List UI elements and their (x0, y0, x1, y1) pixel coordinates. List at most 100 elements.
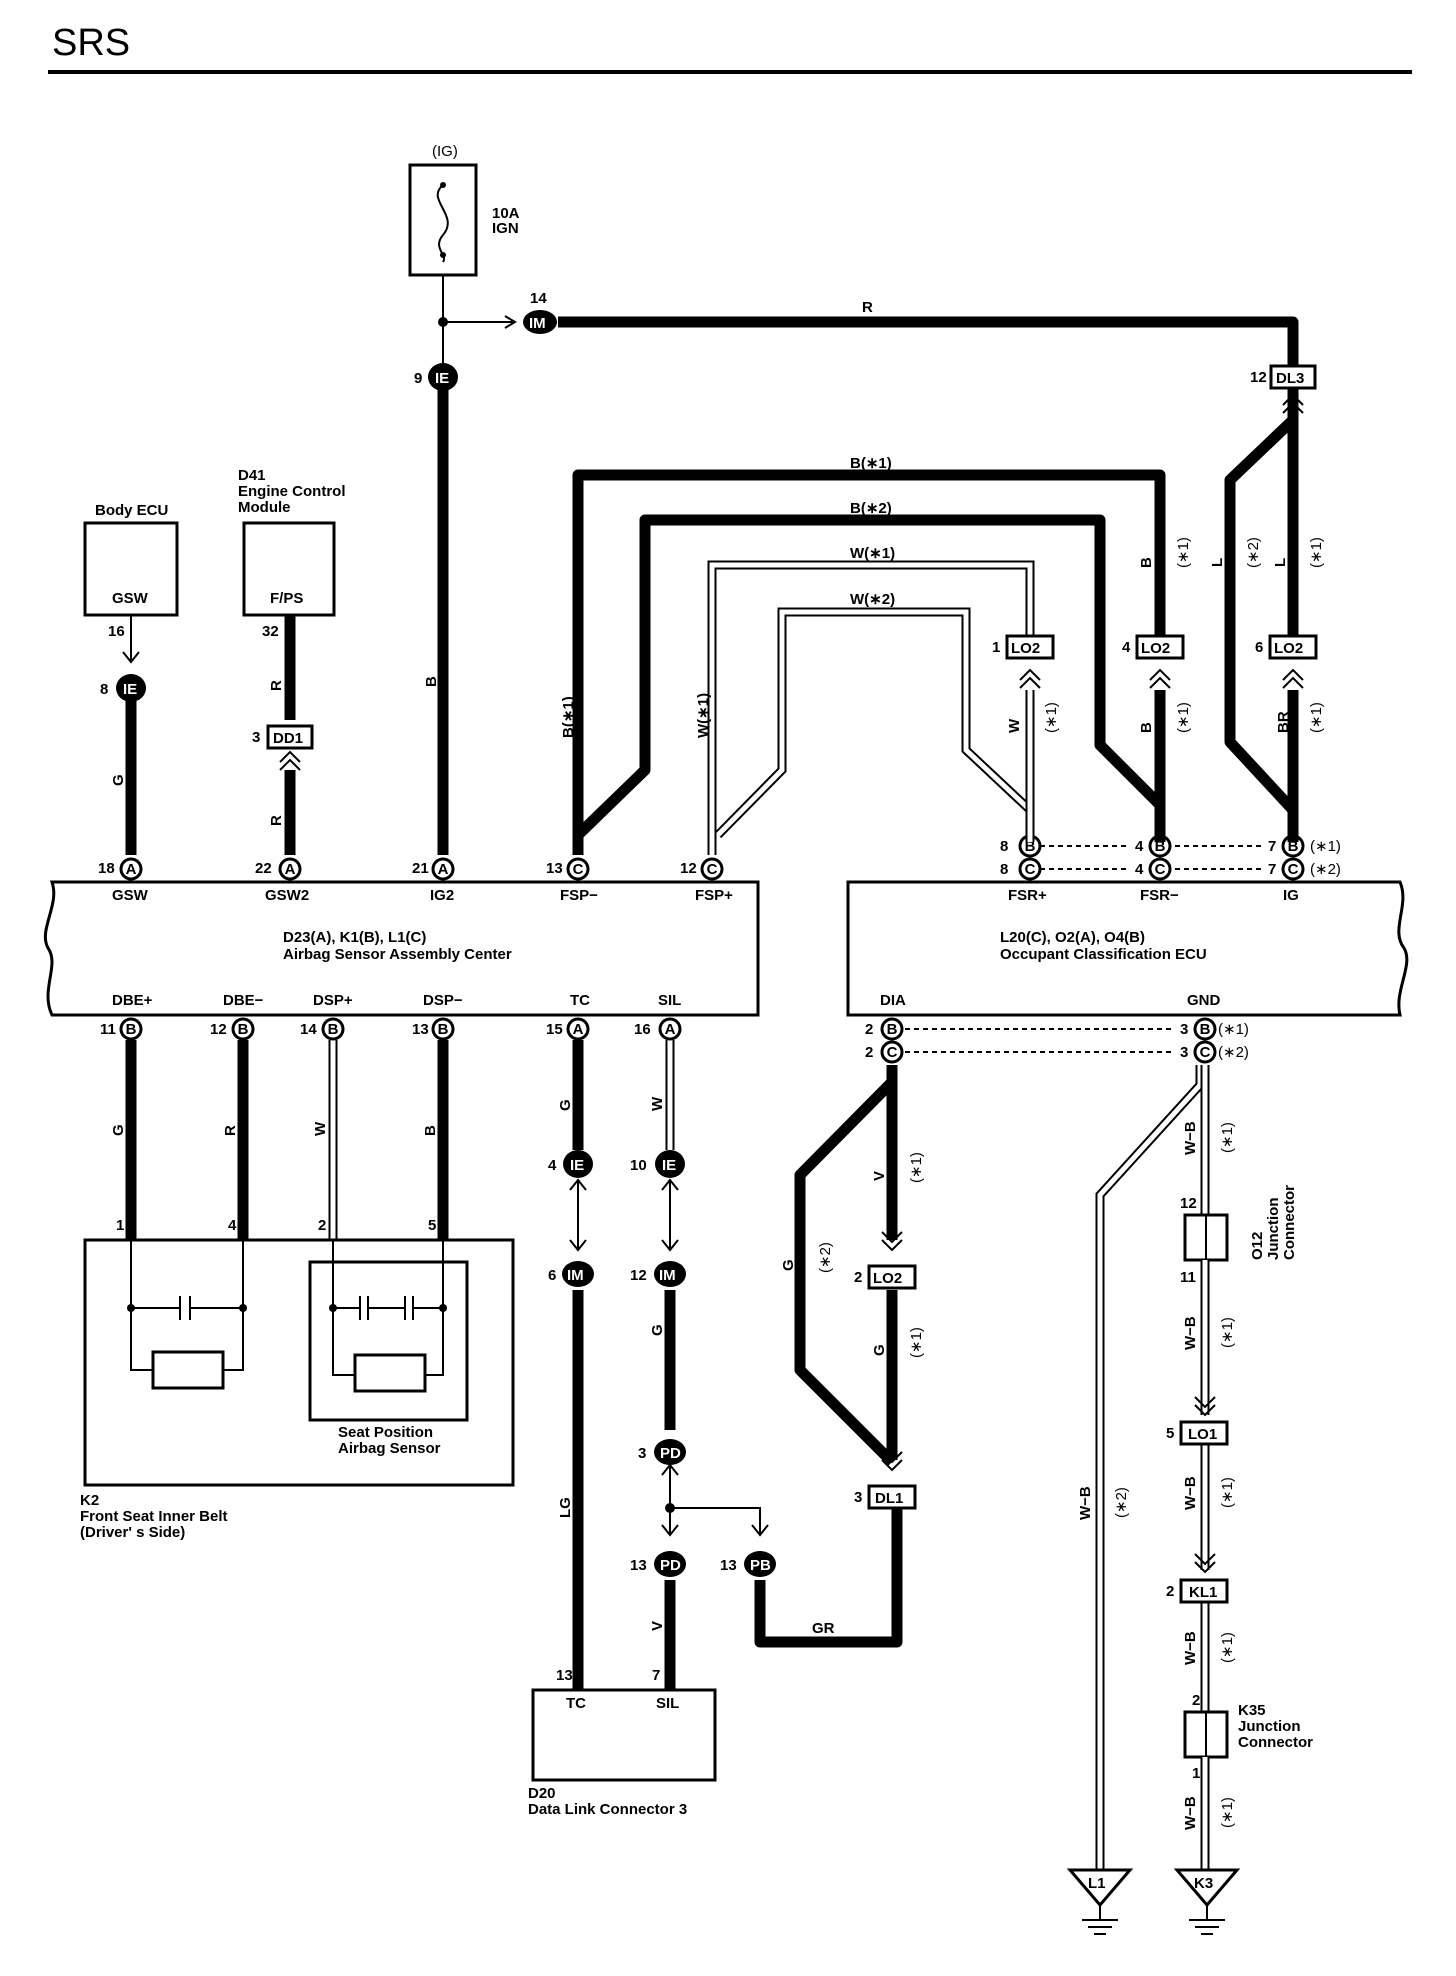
junction-ie-9: 9 IE (414, 363, 458, 391)
pin-connector-circle: B (431, 1017, 455, 1041)
junction-no: 9 (414, 370, 422, 387)
pin-connector-circle: A (278, 857, 302, 881)
pin-no: 21 (412, 860, 429, 877)
connector-no: 3 (854, 1489, 862, 1506)
pin-connector-letter: A (126, 861, 137, 878)
pin-connector-letter: C (1155, 861, 1166, 878)
wire-R-fps-top: R (268, 680, 285, 691)
wire-n1-br: (∗1) (1308, 702, 1325, 733)
wire-B1-left: B(∗1) (560, 696, 577, 738)
connector-kl1: 2 KL1 (1166, 1578, 1229, 1604)
pin-no: 16 (634, 1021, 651, 1038)
pin-name: FSP− (560, 887, 598, 904)
ecu-pin-no: 8 (1000, 861, 1008, 878)
wire-WB-1: W−B (1182, 1121, 1199, 1155)
pin-connector-letter: B (126, 1021, 137, 1038)
pin-belt-2: 2 (318, 1217, 326, 1234)
connector-lo1: 5 LO1 (1166, 1420, 1229, 1446)
wire-L-left: L (1209, 558, 1226, 567)
ground-l1-label: L1 (1088, 1875, 1106, 1892)
connector-lo2-2: 2 LO2 (854, 1264, 917, 1290)
junction-code: IE (435, 370, 449, 387)
junction-pb-13: 13 PB (720, 1551, 776, 1577)
wire-n1-right-bot: (∗1) (1175, 702, 1192, 733)
wire-W-right: W (1006, 718, 1023, 733)
wire-W-sil: W (649, 1096, 666, 1111)
junction-no: 14 (530, 290, 547, 307)
airbag-name: Airbag Sensor Assembly Center (283, 946, 512, 963)
wire-WB-4: W−B (1182, 1631, 1199, 1665)
ecu-bot-row2-note: (∗2) (1218, 1044, 1249, 1061)
wire-G-dia-left: G (780, 1259, 797, 1271)
junction-code: IM (659, 1267, 676, 1284)
connector-code: KL1 (1189, 1584, 1217, 1601)
junction-code: IM (529, 315, 546, 332)
wire-WB-2: W−B (1182, 1316, 1199, 1350)
o12-line2: Connector (1281, 1185, 1298, 1260)
junction-pd-3: 3 PD (638, 1439, 686, 1465)
junction-no: 13 (720, 1557, 737, 1574)
junction-im-12: 12 IM (630, 1261, 686, 1287)
pin-k35-bot: 1 (1192, 1765, 1200, 1782)
ground-k3: K3 (1173, 1868, 1241, 1935)
airbag-bottom-pins: DBE+ DBE− DSP+ DSP− TC SIL 11 12 14 13 1… (100, 992, 681, 1038)
wire-n2-l: (∗2) (1245, 537, 1262, 568)
wire-n1-v-dia: (∗1) (908, 1152, 925, 1183)
page-title: SRS (52, 22, 130, 64)
wire-G-dia: G (871, 1344, 888, 1356)
pin-connector-letter: B (1200, 1021, 1211, 1038)
junction-no: 10 (630, 1157, 647, 1174)
connector-code: DD1 (273, 730, 303, 747)
belt-code: K2 (80, 1492, 99, 1509)
wire-G-sil: G (649, 1324, 666, 1336)
wire-n1-3: (∗1) (1219, 1477, 1236, 1508)
ecu-pin-no: 2 (865, 1021, 873, 1038)
airbag-sensor-center (43, 880, 760, 1017)
junction-im-14: 14 IM (523, 290, 557, 334)
ecu-row1-note: (∗1) (1310, 838, 1341, 855)
wire-B-dsp: B (422, 1125, 439, 1136)
pin-connector-letter: B (1155, 838, 1166, 855)
body-ecu (83, 521, 179, 617)
belt-circuit (127, 1240, 247, 1390)
pin-name: DBE+ (112, 992, 153, 1009)
pin-name: SIL (658, 992, 681, 1009)
ecu-bottom-pin: GND (1187, 992, 1221, 1009)
wire-G-gsw: G (110, 774, 127, 786)
ecu-pin-no: 3 (1180, 1021, 1188, 1038)
seat-position-sensor (308, 1260, 469, 1422)
pin-connector-circle: C (1148, 857, 1172, 881)
junction-code: IE (570, 1157, 584, 1174)
pin-no: 18 (98, 860, 115, 877)
connector-no: 6 (1255, 639, 1263, 656)
body-ecu-pin: GSW (112, 590, 149, 607)
pin-o12-top: 12 (1180, 1195, 1197, 1212)
occupant-classification-ecu (846, 880, 1409, 1017)
fuse-rating: 10A (492, 205, 520, 222)
wire-R-top: R (862, 299, 873, 316)
wire-R-dbe: R (222, 1125, 239, 1136)
belt-name2: (Driver' s Side) (80, 1524, 185, 1541)
wire-n1-5: (∗1) (1219, 1797, 1236, 1828)
seat-sensor-name2: Airbag Sensor (338, 1440, 441, 1457)
wire-GR: GR (812, 1620, 835, 1637)
dlc-name: Data Link Connector 3 (528, 1801, 687, 1818)
dlc-pin-sil: SIL (656, 1695, 679, 1712)
wire-n2-g-dia: (∗2) (817, 1242, 834, 1273)
pin-engine-fps: 32 (262, 623, 279, 640)
connector-no: 4 (1122, 639, 1131, 656)
pin-name: DSP− (423, 992, 463, 1009)
junction-code: PD (660, 1557, 681, 1574)
junction-no: 6 (548, 1267, 556, 1284)
wire-R-fps-bot: R (268, 815, 285, 826)
pin-connector-circle: B (231, 1017, 255, 1041)
wire-G-dbe: G (110, 1124, 127, 1136)
pin-connector-circle: C (880, 1040, 904, 1064)
pin-connector-letter: B (438, 1021, 449, 1038)
wire-WB-5: W−B (1182, 1796, 1199, 1830)
connector-code: LO1 (1188, 1426, 1217, 1443)
connector-lo2-6: 6 LO2 (1255, 634, 1318, 660)
o12-code: O12 (1249, 1232, 1266, 1260)
pin-no: 13 (546, 860, 563, 877)
connector-code: LO2 (1274, 640, 1303, 657)
